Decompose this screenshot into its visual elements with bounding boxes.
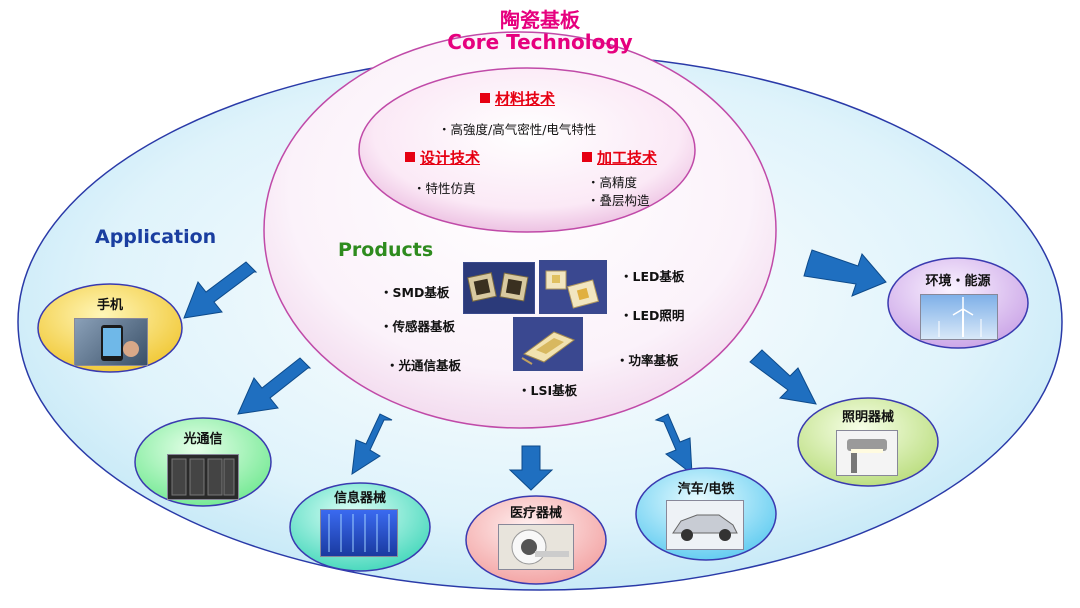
red-square-icon bbox=[480, 93, 490, 103]
phone-image bbox=[74, 318, 148, 366]
design-tech-heading: 设计技术 bbox=[405, 147, 480, 168]
optical-comm-label: 光通信 bbox=[183, 432, 223, 447]
application-energy: 环境・能源 bbox=[888, 258, 1028, 348]
car-image bbox=[666, 500, 744, 550]
ct-scanner-image bbox=[498, 524, 574, 570]
server-rack-image bbox=[167, 454, 239, 500]
energy-label: 环境・能源 bbox=[925, 274, 991, 289]
medical-label: 医疗器械 bbox=[509, 506, 562, 521]
phone-label: 手机 bbox=[96, 298, 123, 313]
street-lamp-image bbox=[836, 430, 898, 476]
product-sensor-substrate: ・传感器基板 bbox=[380, 319, 456, 334]
data-center-image bbox=[320, 509, 398, 557]
automotive-label: 汽车/电铁 bbox=[677, 482, 735, 497]
title-chinese: 陶瓷基板 bbox=[500, 8, 580, 32]
arrow-to-info-equipment bbox=[351, 413, 393, 475]
arrow-to-lighting bbox=[749, 349, 817, 405]
arrow-to-phone bbox=[183, 261, 258, 319]
wind-turbine-image bbox=[920, 294, 998, 340]
title-english: Core Technology bbox=[447, 30, 633, 54]
smd-chip-image bbox=[463, 262, 535, 314]
processing-tech-bullet-1: ・高精度 bbox=[587, 175, 638, 190]
arrow-to-medical bbox=[508, 445, 554, 491]
processing-tech-heading: 加工技术 bbox=[582, 147, 657, 168]
product-lsi-substrate: ・LSI基板 bbox=[518, 383, 578, 398]
application-automotive: 汽车/电铁 bbox=[636, 468, 776, 560]
product-led-lighting: ・LED照明 bbox=[620, 308, 685, 323]
product-optical-substrate: ・光通信基板 bbox=[386, 358, 462, 373]
red-square-icon bbox=[405, 152, 415, 162]
application-optical-comm: 光通信 bbox=[135, 418, 271, 506]
arrow-to-optical-comm bbox=[237, 357, 312, 415]
lighting-label: 照明器械 bbox=[841, 410, 894, 425]
application-lighting: 照明器械 bbox=[798, 398, 938, 486]
material-tech-heading: 材料技术 bbox=[480, 88, 555, 109]
design-tech-bullet: ・特性仿真 bbox=[413, 181, 476, 196]
info-equipment-label: 信息器械 bbox=[333, 491, 386, 506]
lsi-chip-image bbox=[513, 317, 583, 371]
material-tech-bullet: ・高強度/高气密性/电气特性 bbox=[438, 122, 597, 137]
application-medical: 医疗器械 bbox=[466, 496, 606, 584]
products-title: Products bbox=[338, 239, 434, 261]
product-smd-substrate: ・SMD基板 bbox=[380, 285, 450, 300]
arrow-to-energy bbox=[803, 249, 887, 297]
product-led-substrate: ・LED基板 bbox=[620, 269, 685, 284]
product-power-substrate: ・功率基板 bbox=[616, 353, 679, 368]
application-info-equipment: 信息器械 bbox=[290, 483, 430, 571]
led-chip-image bbox=[539, 260, 607, 314]
processing-tech-bullet-2: ・叠层构造 bbox=[587, 193, 650, 208]
application-title: Application bbox=[95, 226, 217, 248]
core-technology-ellipse bbox=[358, 67, 696, 233]
application-phone: 手机 bbox=[38, 284, 182, 372]
red-square-icon bbox=[582, 152, 592, 162]
